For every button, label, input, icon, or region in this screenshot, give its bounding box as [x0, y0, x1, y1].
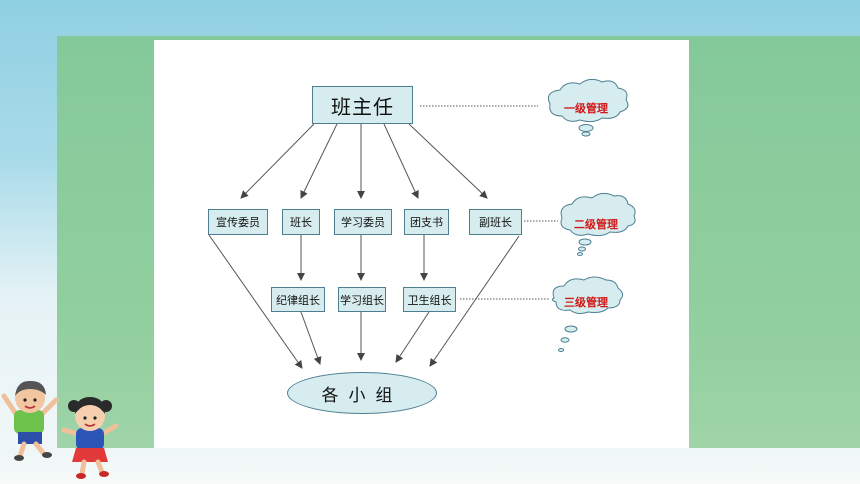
node-publicity-officer: 宣传委员: [208, 209, 268, 235]
arrow-top-to-tuanzhishu: [383, 123, 419, 199]
thought-cloud-icon: [560, 192, 636, 256]
node-league-secretary: 团支书: [404, 209, 449, 235]
bottom-band: [0, 448, 860, 484]
cartoon-girl-icon: [61, 397, 119, 479]
cartoon-boy-icon: [1, 380, 59, 461]
arrow-top-to-fubanzhang: [408, 123, 488, 199]
arrow-fubanzhang-to-groups: [429, 235, 520, 367]
arrow-weisheng-to-groups: [395, 311, 430, 363]
arrow-xuanchuan-to-groups: [208, 234, 303, 369]
node-class-monitor: 班长: [282, 209, 320, 235]
thought-cloud-icon: [551, 276, 624, 352]
node-hygiene-leader: 卫生组长: [403, 287, 456, 312]
node-study-officer: 学习委员: [334, 209, 392, 235]
connector-layer: [208, 78, 636, 369]
thought-cloud-icon: [547, 78, 629, 137]
level-label-3: 三级管理: [564, 296, 608, 309]
node-all-groups: 各小组: [287, 372, 437, 414]
level-label-1: 一级管理: [564, 102, 608, 115]
cartoon-kids: [1, 380, 119, 479]
arrow-top-to-xuanchuan: [240, 123, 315, 199]
level-label-2: 二级管理: [574, 218, 618, 231]
node-class-teacher: 班主任: [312, 86, 413, 124]
node-study-leader: 学习组长: [338, 287, 386, 312]
node-discipline-leader: 纪律组长: [271, 287, 325, 312]
arrow-jilv-to-groups: [300, 311, 322, 365]
node-vice-monitor: 副班长: [469, 209, 522, 235]
org-chart-panel: 班主任 宣传委员 班长 学习委员 团支书 副班长 纪律组长 学习组长 卫生组长 …: [154, 40, 689, 448]
arrow-top-to-banzhang: [300, 123, 338, 199]
